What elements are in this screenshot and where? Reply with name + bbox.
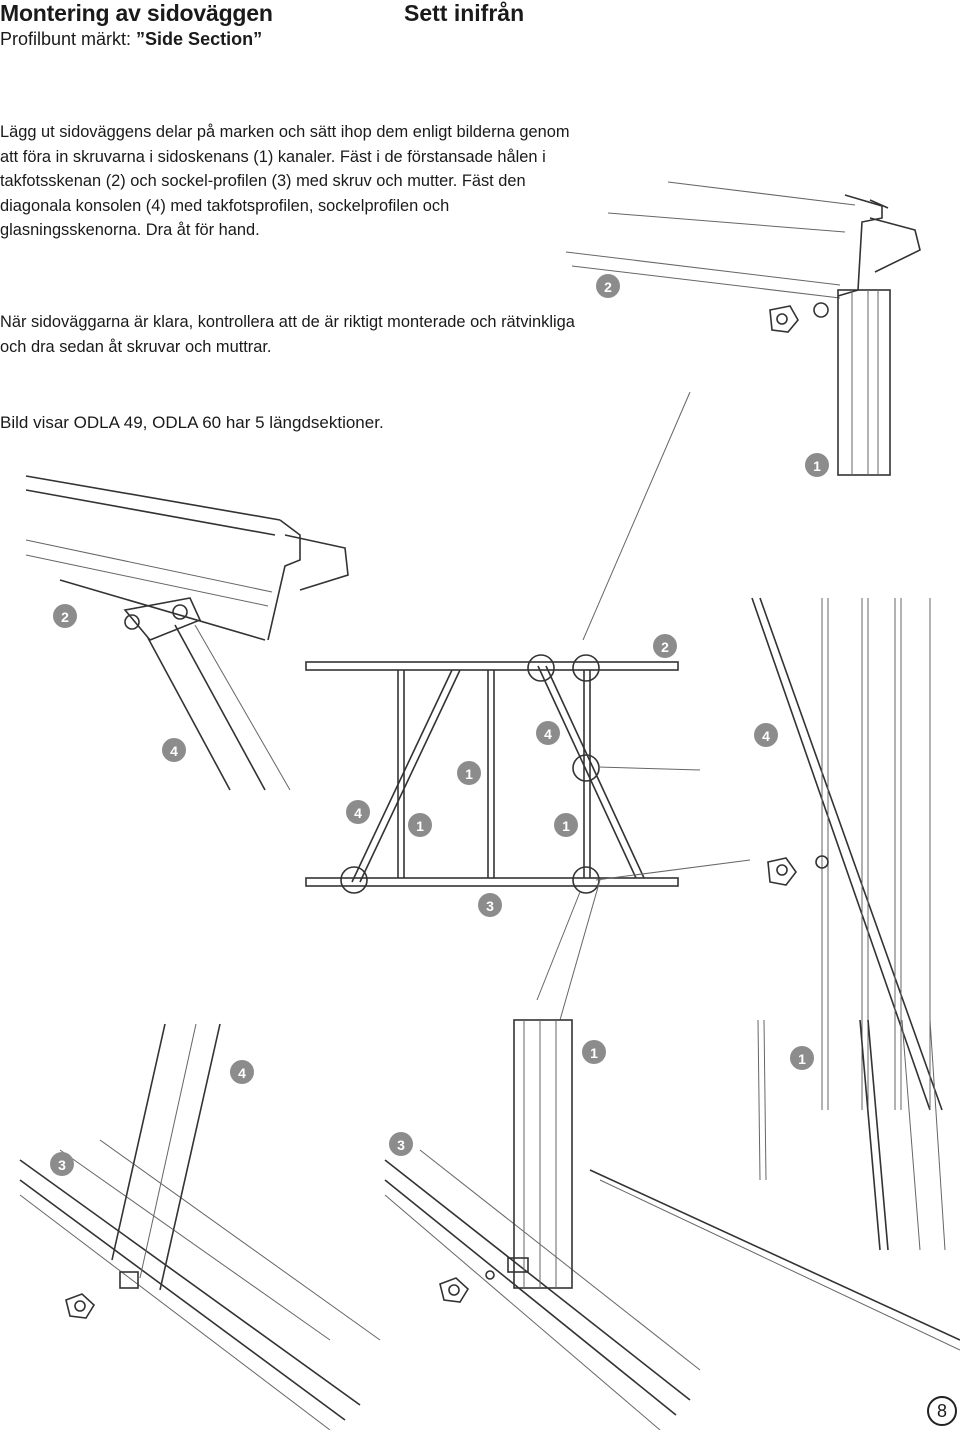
svg-text:1: 1 — [798, 1051, 806, 1067]
callout-2-top-right: 2 — [596, 274, 620, 298]
model-note: Bild visar ODLA 49, ODLA 60 har 5 längds… — [0, 413, 384, 432]
svg-text:1: 1 — [416, 818, 424, 834]
callout-3-bottom-left: 3 — [50, 1152, 74, 1176]
svg-text:3: 3 — [486, 898, 494, 914]
svg-text:1: 1 — [590, 1045, 598, 1061]
svg-text:4: 4 — [170, 743, 178, 759]
detail-eave-top-right — [565, 181, 921, 641]
callout-1-bottom-middle: 1 — [582, 1040, 606, 1064]
view-label: Sett inifrån — [404, 0, 525, 26]
detail-eave-diagonal-left — [25, 475, 349, 791]
page-number: 8 — [927, 1396, 957, 1426]
svg-text:4: 4 — [762, 728, 770, 744]
svg-text:4: 4 — [238, 1065, 246, 1081]
svg-text:1: 1 — [465, 766, 473, 782]
callout-1-center-left: 1 — [408, 813, 432, 837]
callout-1-top-right: 1 — [805, 453, 829, 477]
wall-frame-diagram — [305, 654, 751, 1021]
callout-4-mid-left: 4 — [162, 738, 186, 762]
callout-4-center: 4 — [536, 721, 560, 745]
callout-4-center-left: 4 — [346, 800, 370, 824]
subtitle-prefix: Profilbunt märkt: — [0, 29, 137, 49]
instruction-paragraph-1: Lägg ut sidoväggens delar på marken och … — [0, 123, 570, 239]
svg-text:2: 2 — [61, 609, 69, 625]
detail-diagonal-right — [751, 597, 943, 1111]
detail-rail-bottom-right — [589, 1019, 960, 1351]
callout-3-center: 3 — [478, 893, 502, 917]
svg-text:3: 3 — [397, 1137, 405, 1153]
callout-1-center-top: 1 — [457, 761, 481, 785]
callout-3-bottom-middle: 3 — [389, 1132, 413, 1156]
subtitle-bold: ”Side Section” — [136, 29, 263, 49]
callout-2-mid-left: 2 — [53, 604, 77, 628]
callout-4-right: 4 — [754, 723, 778, 747]
profile-bundle-label: Profilbunt märkt: ”Side Section” — [0, 29, 262, 50]
svg-text:3: 3 — [58, 1157, 66, 1173]
svg-text:2: 2 — [604, 279, 612, 295]
instruction-paragraph-2: När sidoväggarna är klara, kontrollera a… — [0, 313, 575, 356]
callout-1-center-right: 1 — [554, 813, 578, 837]
detail-base-diagonal-left — [19, 1023, 381, 1430]
svg-text:4: 4 — [544, 726, 552, 742]
callout-4-bottom-left: 4 — [230, 1060, 254, 1084]
svg-text:1: 1 — [813, 458, 821, 474]
svg-text:2: 2 — [661, 639, 669, 655]
svg-text:1: 1 — [562, 818, 570, 834]
detail-base-rail-middle — [384, 1019, 701, 1430]
page-title: Montering av sidoväggen — [0, 0, 273, 26]
callout-1-bottom-right: 1 — [790, 1046, 814, 1070]
callout-2-mid-right: 2 — [653, 634, 677, 658]
svg-text:4: 4 — [354, 805, 362, 821]
